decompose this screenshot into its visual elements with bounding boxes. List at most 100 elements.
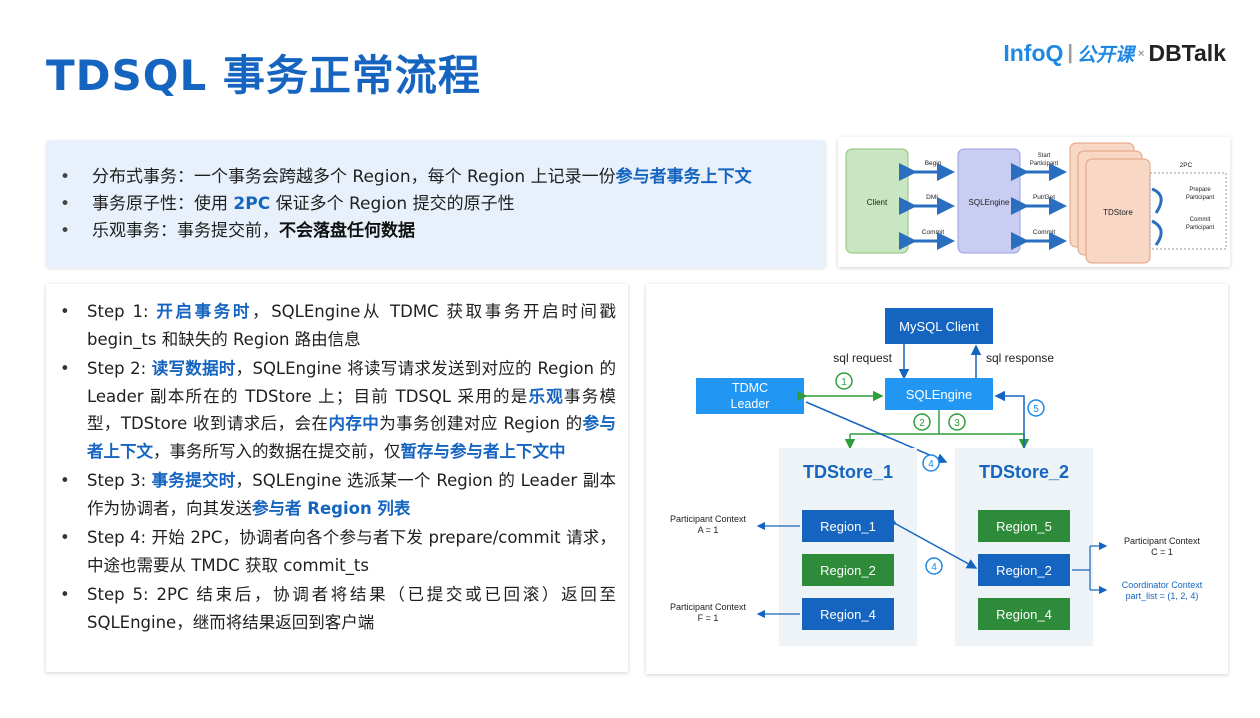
ctx-a-value: A = 1 bbox=[698, 525, 719, 535]
summary-highlight: 2PC bbox=[233, 194, 271, 214]
mysql-client-box bbox=[885, 308, 993, 344]
step-item: Step 3: 事务提交时，SQLEngine 选派某一个 Region 的 L… bbox=[60, 467, 616, 522]
step-item: Step 2: 读写数据时，SQLEngine 将读写请求发送到对应的 Regi… bbox=[60, 355, 616, 465]
step-item: Step 4: 开始 2PC，协调者向各个参与者下发 prepare/commi… bbox=[60, 524, 616, 579]
commit-label: Commit bbox=[922, 229, 945, 236]
brand-logos: InfoQ | 公开课 × DBTalk bbox=[1003, 40, 1226, 67]
store1-region1-label: Region_1 bbox=[820, 519, 876, 534]
store2-region5 bbox=[978, 510, 1070, 542]
architecture-diagram: MySQL Client sql request sql response TD… bbox=[646, 284, 1228, 674]
brand-separator: | bbox=[1067, 42, 1073, 64]
steps-panel: Step 1: 开启事务时，SQLEngine从 TDMC 获取事务开启时间戳 … bbox=[46, 284, 628, 672]
summary-highlight: 不会落盘任何数据 bbox=[279, 221, 415, 241]
brand-cross: × bbox=[1138, 47, 1145, 60]
step-text: 事务模型，TDStore 收到请求后，会在 bbox=[87, 386, 617, 434]
store2-region4-label: Region_4 bbox=[996, 607, 1052, 622]
dml-label: DML bbox=[926, 194, 940, 201]
step2-badge bbox=[913, 413, 931, 431]
tdmc-label-2: Leader bbox=[731, 397, 770, 411]
step-text: Step 4: 开始 2PC，协调者向各个参与者下发 prepare/commi… bbox=[87, 528, 616, 575]
step3-badge bbox=[948, 413, 966, 431]
step4-badge-top bbox=[922, 454, 940, 472]
store2-region2-label: Region_2 bbox=[996, 563, 1052, 578]
store1-region1 bbox=[802, 510, 894, 542]
step-highlight: 内存中 bbox=[328, 414, 380, 433]
begin-label: Begin bbox=[925, 160, 942, 167]
step-highlight: 乐观 bbox=[528, 386, 565, 406]
store1-region2 bbox=[802, 554, 894, 586]
start-label: Start bbox=[1038, 153, 1051, 159]
prepare-label-1: Prepare bbox=[1189, 187, 1211, 193]
ctx-c-value: C = 1 bbox=[1151, 547, 1173, 557]
coord-value: part_list = (1, 2, 4) bbox=[1126, 591, 1199, 601]
step1-number: 1 bbox=[841, 377, 847, 388]
2pc-label: 2PC bbox=[1180, 162, 1193, 169]
bullet: • bbox=[60, 221, 71, 241]
commit-participant-label-2: Participant bbox=[1186, 225, 1215, 231]
ctx-c-title: Participant Context bbox=[1124, 536, 1201, 546]
summary-text: 分布式事务：一个事务会跨越多个 Region，每个 Region 上记录一份 bbox=[92, 167, 616, 187]
commit-participant-arrow bbox=[1151, 219, 1163, 246]
step4-2pc-arrow bbox=[885, 515, 978, 569]
step5-arrow bbox=[994, 390, 1025, 448]
tdmc-label-1: TDMC bbox=[732, 381, 768, 395]
summary-item: • 乐观事务：事务提交前，不会落盘任何数据 bbox=[60, 218, 752, 245]
page-title: TDSQL 事务正常流程 bbox=[46, 51, 481, 100]
participant-label: Participant bbox=[1030, 161, 1059, 167]
step3-number: 3 bbox=[954, 418, 960, 429]
prepare-arrow bbox=[1151, 187, 1163, 214]
store1-region4-label: Region_4 bbox=[820, 607, 876, 622]
step4-number-top: 4 bbox=[928, 459, 934, 470]
tdstore-label: TDStore bbox=[1103, 208, 1133, 217]
step-highlight: 事务提交时 bbox=[151, 471, 236, 490]
ctx-f-title: Participant Context bbox=[670, 602, 747, 612]
store1-region2-label: Region_2 bbox=[820, 563, 876, 578]
bullet: • bbox=[60, 167, 71, 187]
step-text: Step 3: bbox=[87, 471, 152, 490]
summary-item: • 分布式事务：一个事务会跨越多个 Region，每个 Region 上记录一份参… bbox=[60, 164, 752, 191]
step-item: Step 1: 开启事务时，SQLEngine从 TDMC 获取事务开启时间戳 … bbox=[60, 298, 616, 353]
overview-diagram: Client SQLEngine Begin DML Commit Start … bbox=[838, 137, 1230, 267]
step2-number: 2 bbox=[919, 418, 925, 429]
summary-text: 事务原子性：使用 bbox=[92, 194, 234, 214]
tdstore2-label: TDStore_2 bbox=[979, 462, 1069, 482]
step4-tdmc-arrow bbox=[805, 401, 948, 464]
summary-highlight: 参与者事务上下文 bbox=[615, 167, 752, 187]
summary-text: 保证多个 Region 提交的原子性 bbox=[270, 194, 515, 214]
step-highlight: 参与者上下文 bbox=[87, 414, 617, 461]
step-text: ，SQLEngine从 TDMC 获取事务开启时间戳 begin_ts 和缺失的… bbox=[87, 302, 617, 349]
tdmc-leader-box bbox=[696, 378, 804, 414]
step4-badge-bottom bbox=[925, 557, 943, 575]
store2-region4 bbox=[978, 598, 1070, 630]
mysql-client-label: MySQL Client bbox=[899, 319, 979, 334]
2pc-box bbox=[1149, 172, 1227, 250]
prepare-label-2: Participant bbox=[1186, 195, 1215, 201]
step-text: ，事务所写入的数据在提交前，仅 bbox=[153, 441, 401, 461]
store2-region5-label: Region_5 bbox=[996, 519, 1052, 534]
summary-text: 乐观事务：事务提交前， bbox=[92, 221, 279, 241]
step-text: 为事务创建对应 Region 的 bbox=[379, 414, 583, 433]
step-highlight: 暂存与参与者上下文中 bbox=[400, 441, 566, 461]
client-label: Client bbox=[867, 198, 888, 207]
ctx-f-value: F = 1 bbox=[698, 613, 719, 623]
step5-number: 5 bbox=[1033, 404, 1039, 415]
step4-number-bottom: 4 bbox=[931, 562, 937, 573]
store2-region2 bbox=[978, 554, 1070, 586]
commit2-label: Commit bbox=[1033, 229, 1056, 236]
dbtalk-logo: DBTalk bbox=[1148, 40, 1226, 66]
step5-badge bbox=[1027, 399, 1045, 417]
step-highlight: 开启事务时 bbox=[156, 302, 253, 321]
sqlengine-box bbox=[885, 378, 993, 410]
coord-title: Coordinator Context bbox=[1122, 580, 1203, 590]
step-text: Step 2: bbox=[87, 359, 152, 378]
sql-response-label: sql response bbox=[986, 351, 1054, 365]
putget-label: Put/Get bbox=[1033, 194, 1055, 201]
step1-badge bbox=[835, 372, 853, 390]
bullet: • bbox=[60, 194, 71, 214]
sql-request-label: sql request bbox=[833, 351, 892, 365]
ctx-a-title: Participant Context bbox=[670, 514, 747, 524]
step-item: Step 5: 2PC 结束后，协调者将结果（已提交或已回滚）返回至 SQLEn… bbox=[60, 581, 616, 636]
summary-item: • 事务原子性：使用 2PC 保证多个 Region 提交的原子性 bbox=[60, 191, 752, 218]
infoq-logo: InfoQ bbox=[1003, 40, 1064, 66]
tdstore1-label: TDStore_1 bbox=[803, 462, 893, 482]
